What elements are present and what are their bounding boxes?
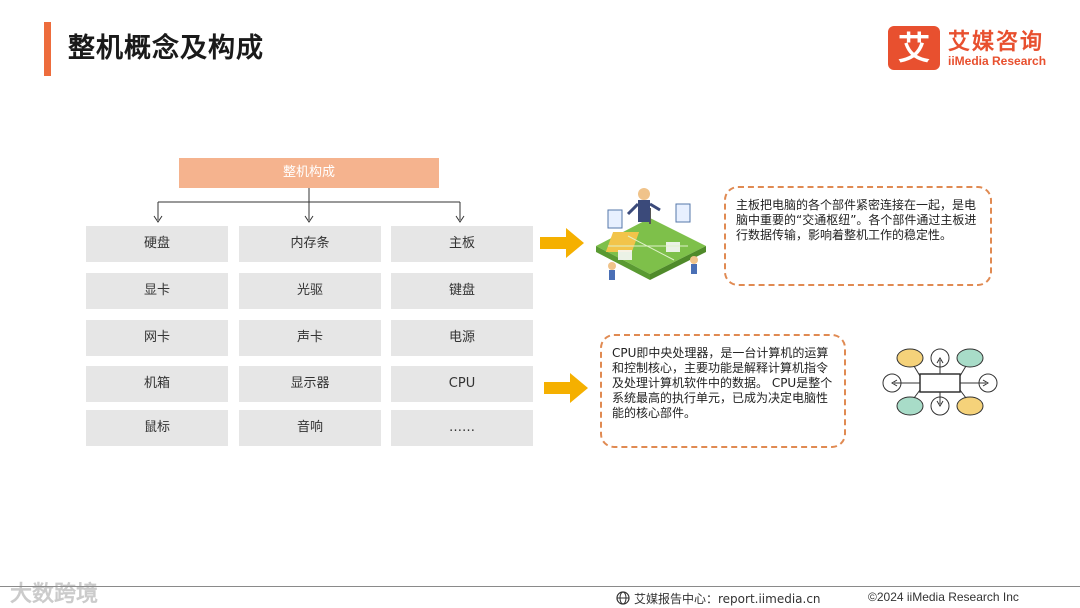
footer-copyright: ©2024 iiMedia Research Inc [868, 590, 1019, 604]
logo-name-cn: 艾媒咨询 [948, 30, 1045, 55]
component-cell: 内存条 [239, 226, 381, 262]
page-title: 整机概念及构成 [68, 33, 264, 64]
footer-source: 艾媒报告中心：report.iimedia.cn [634, 592, 821, 606]
component-cell: 主板 [391, 226, 533, 262]
component-cell: 声卡 [239, 320, 381, 356]
watermark: 大数跨境 [10, 582, 99, 607]
component-cell: 机箱 [86, 366, 228, 402]
component-cell: …… [391, 410, 533, 446]
component-cell: 鼠标 [86, 410, 228, 446]
globe-icon [616, 591, 630, 605]
footer-divider [0, 586, 1080, 587]
component-cell: 光驱 [239, 273, 381, 309]
cpu-description: CPU即中央处理器，是一台计算机的运算和控制核心，主要功能是解释计算机指令及处理… [600, 334, 846, 448]
right-arrow-icon [540, 228, 584, 258]
component-cell: 显示器 [239, 366, 381, 402]
component-cell: 显卡 [86, 273, 228, 309]
component-cell: 电源 [391, 320, 533, 356]
component-cell: CPU [391, 366, 533, 402]
circuit-board-illustration [596, 188, 706, 280]
root-node: 整机构成 [179, 158, 439, 188]
title-accent-bar [44, 22, 51, 76]
component-cell: 键盘 [391, 273, 533, 309]
right-arrow-icon [544, 373, 588, 403]
cpu-hub-diagram-icon [882, 348, 998, 416]
motherboard-description: 主板把电脑的各个部件紧密连接在一起，是电脑中重要的“交通枢纽”。各个部件通过主板… [724, 186, 992, 286]
component-cell: 硬盘 [86, 226, 228, 262]
logo-mark: 艾 [888, 26, 940, 70]
logo-name-en: iiMedia Research [948, 54, 1047, 68]
component-cell: 网卡 [86, 320, 228, 356]
component-cell: 音响 [239, 410, 381, 446]
